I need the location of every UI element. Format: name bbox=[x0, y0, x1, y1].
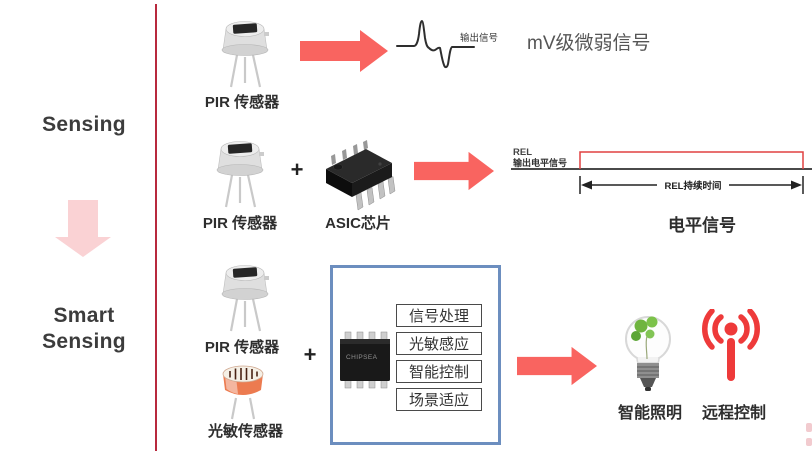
feature-scene-adaptation: 场景适应 bbox=[396, 388, 482, 411]
feature-light-sensing: 光敏感应 bbox=[396, 332, 482, 355]
weak-signal-label: mV级微弱信号 bbox=[527, 33, 651, 54]
pir-sensor-icon bbox=[216, 141, 264, 208]
remote-control-label: 远程控制 bbox=[701, 405, 766, 422]
antenna-icon bbox=[702, 309, 760, 381]
chipsea-chip-icon: CHIPSEA bbox=[340, 331, 390, 389]
down-arrow-icon bbox=[55, 200, 111, 257]
vertical-divider bbox=[155, 4, 157, 451]
rel-duration-label: REL持续时间 bbox=[664, 180, 721, 192]
sensing-label: Sensing bbox=[42, 113, 126, 136]
rel-subtitle: 输出电平信号 bbox=[513, 157, 567, 168]
output-waveform-icon: 输出信号 bbox=[396, 19, 498, 69]
edge-artifact bbox=[806, 438, 812, 446]
chip-brand-text: CHIPSEA bbox=[346, 354, 378, 361]
plus-sign: + bbox=[303, 342, 317, 367]
photoresistor-icon bbox=[222, 365, 264, 420]
smart-sensing-line2: Sensing bbox=[42, 330, 126, 353]
rel-title: REL bbox=[513, 147, 532, 158]
feature-signal-processing: 信号处理 bbox=[396, 304, 482, 327]
output-signal-label: 输出信号 bbox=[460, 32, 498, 44]
pir-sensor-icon bbox=[221, 21, 269, 88]
feature-smart-control: 智能控制 bbox=[396, 360, 482, 383]
pir-sensor-label: PIR 传感器 bbox=[202, 215, 278, 232]
smart-lighting-label: 智能照明 bbox=[617, 405, 682, 422]
asic-chip-icon bbox=[326, 140, 396, 211]
plus-sign: + bbox=[290, 157, 304, 182]
smart-chip-box: CHIPSEA 信号处理 光敏感应 智能控制 场景适应 bbox=[330, 265, 501, 445]
smart-sensing-line1: Smart bbox=[53, 304, 115, 327]
right-arrow-icon bbox=[517, 346, 597, 386]
photoresistor-label: 光敏传感器 bbox=[207, 423, 283, 440]
rel-pulse-diagram: REL 输出电平信号 REL持续时间 bbox=[511, 147, 812, 194]
pir-sensor-label: PIR 传感器 bbox=[204, 339, 280, 356]
level-signal-label: 电平信号 bbox=[668, 216, 736, 235]
edge-artifact bbox=[806, 423, 812, 432]
right-arrow-icon bbox=[414, 151, 494, 191]
asic-chip-label: ASIC芯片 bbox=[325, 215, 391, 232]
pir-sensor-icon bbox=[221, 265, 269, 332]
light-bulb-icon bbox=[625, 316, 671, 391]
smart-sensing-label: Smart Sensing bbox=[18, 303, 150, 355]
right-arrow-icon bbox=[300, 30, 388, 72]
pir-sensor-label: PIR 传感器 bbox=[204, 94, 280, 111]
